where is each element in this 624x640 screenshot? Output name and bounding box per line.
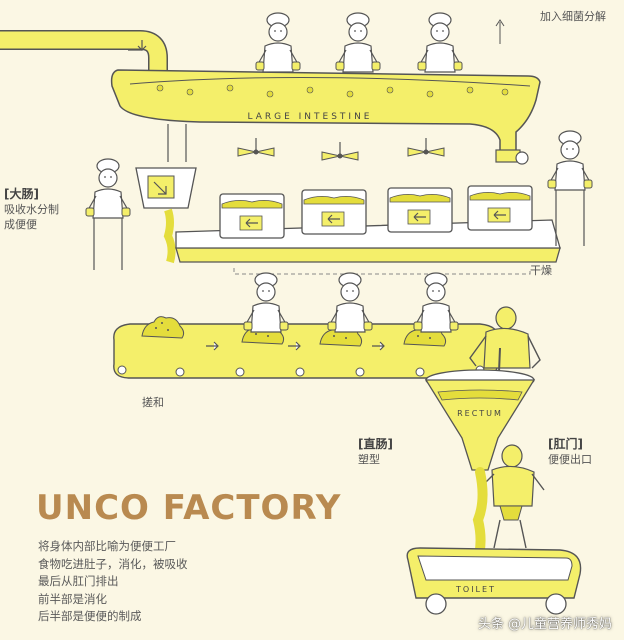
tray-icon [467, 185, 533, 231]
large-intestine-desc-1: 吸收水分制 [4, 202, 59, 216]
description-block: 将身体内部比喻为便便工厂 食物吃进肚子，消化，被吸收 最后从肛门排出 前半部是消… [38, 538, 188, 626]
worker-lower-2 [327, 272, 373, 333]
hanging-bucket [135, 124, 197, 264]
large-intestine-tank: LARGE INTESTINE [110, 69, 541, 165]
description-line-4: 前半部是消化 [38, 591, 107, 606]
large-intestine-tag: 大肠 [9, 187, 34, 201]
watermark: 头条 @儿童营养师秀妈 [477, 617, 612, 632]
fan-icon [237, 137, 275, 157]
worker-lower-1 [243, 272, 289, 333]
dry-label: 干燥 [530, 264, 552, 277]
worker-left [85, 158, 131, 219]
bacteria-arrow [495, 19, 505, 44]
factory-title: UNCO FACTORY [36, 488, 342, 528]
worker-right [547, 130, 593, 191]
rectum-desc: 塑型 [358, 452, 380, 466]
rectum-label: [直肠] 塑型 [358, 437, 393, 466]
worker-lower-3 [413, 272, 459, 333]
toilet-text: TOILET [455, 585, 496, 594]
rectum-funnel: RECTUM [424, 369, 536, 471]
anus-desc: 便便出口 [548, 452, 592, 466]
description-line-3: 最后从肛门排出 [38, 574, 119, 588]
tray-icon [219, 193, 285, 239]
fan-icon [407, 137, 445, 157]
rectum-tag: 直肠 [363, 437, 388, 451]
large-intestine-label: [大肠] 吸收水分制 成便便 [4, 187, 59, 231]
dry-bracket [233, 268, 531, 275]
large-intestine-text: LARGE INTESTINE [247, 112, 372, 122]
description-line-5: 后半部是便便的制成 [38, 609, 142, 623]
anus-tag: 肛门 [553, 437, 578, 451]
fan-icon [321, 141, 359, 161]
toilet-cart: TOILET [406, 547, 582, 615]
knead-label: 搓和 [142, 396, 164, 409]
poop-pile-icon [141, 316, 185, 339]
worker-top-2 [335, 12, 381, 73]
worker-top-3 [417, 12, 463, 73]
bacteria-label: 加入细菌分解 [540, 10, 606, 23]
description-line-2: 食物吃进肚子，消化，被吸收 [38, 556, 188, 571]
rectum-text: RECTUM [457, 409, 503, 418]
tray-icon [387, 187, 453, 233]
input-pipe [0, 30, 168, 72]
worker-top-1 [255, 12, 301, 73]
anus-label: [肛门] 便便出口 [548, 437, 592, 466]
description-line-1: 将身体内部比喻为便便工厂 [38, 539, 176, 553]
large-intestine-desc-2: 成便便 [4, 217, 37, 231]
muscle-worker-top [469, 306, 541, 397]
tray-icon [301, 189, 367, 235]
